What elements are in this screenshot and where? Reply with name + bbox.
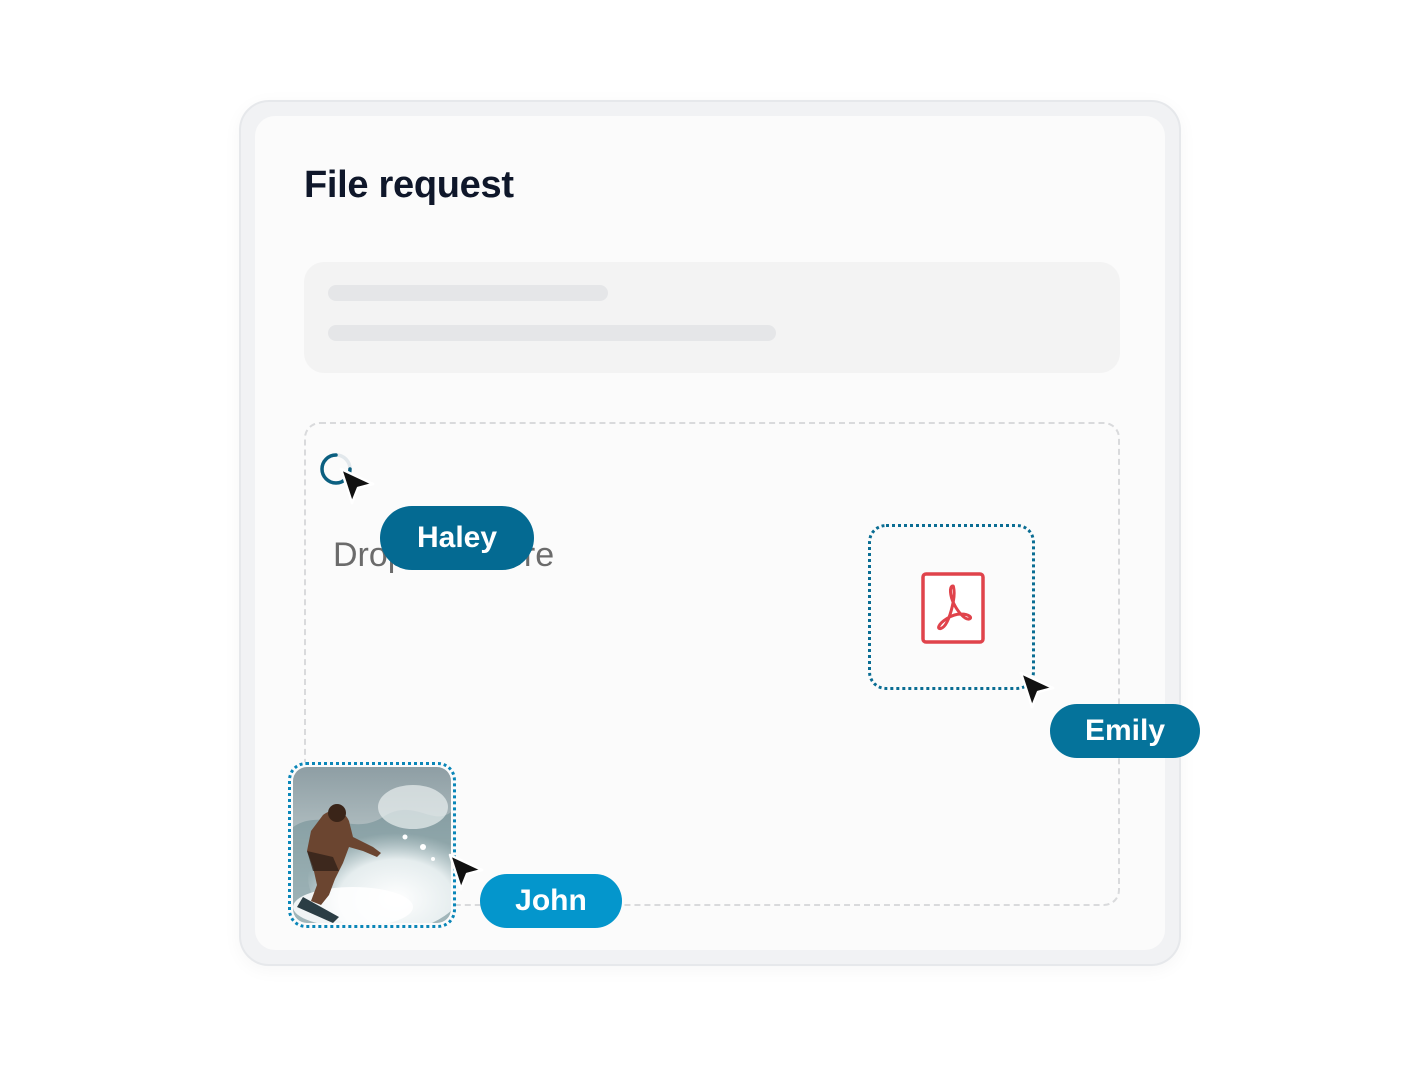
cursor-arrow-icon	[448, 853, 484, 891]
description-placeholder	[304, 262, 1120, 373]
dragged-image-file[interactable]	[288, 762, 456, 928]
collaborator-tag-haley: Haley	[380, 506, 534, 570]
page-title: File request	[304, 164, 514, 206]
cursor-arrow-icon	[1019, 671, 1055, 709]
skeleton-line	[328, 285, 608, 301]
dragged-pdf-file[interactable]	[868, 524, 1035, 690]
surfer-photo-thumbnail	[293, 767, 451, 923]
skeleton-line	[328, 325, 776, 341]
collaborator-tag-john: John	[480, 874, 622, 928]
file-dropzone[interactable]	[304, 422, 1120, 906]
pdf-file-icon	[921, 572, 985, 644]
cursor-arrow-icon	[339, 467, 375, 505]
collaborator-tag-emily: Emily	[1050, 704, 1200, 758]
